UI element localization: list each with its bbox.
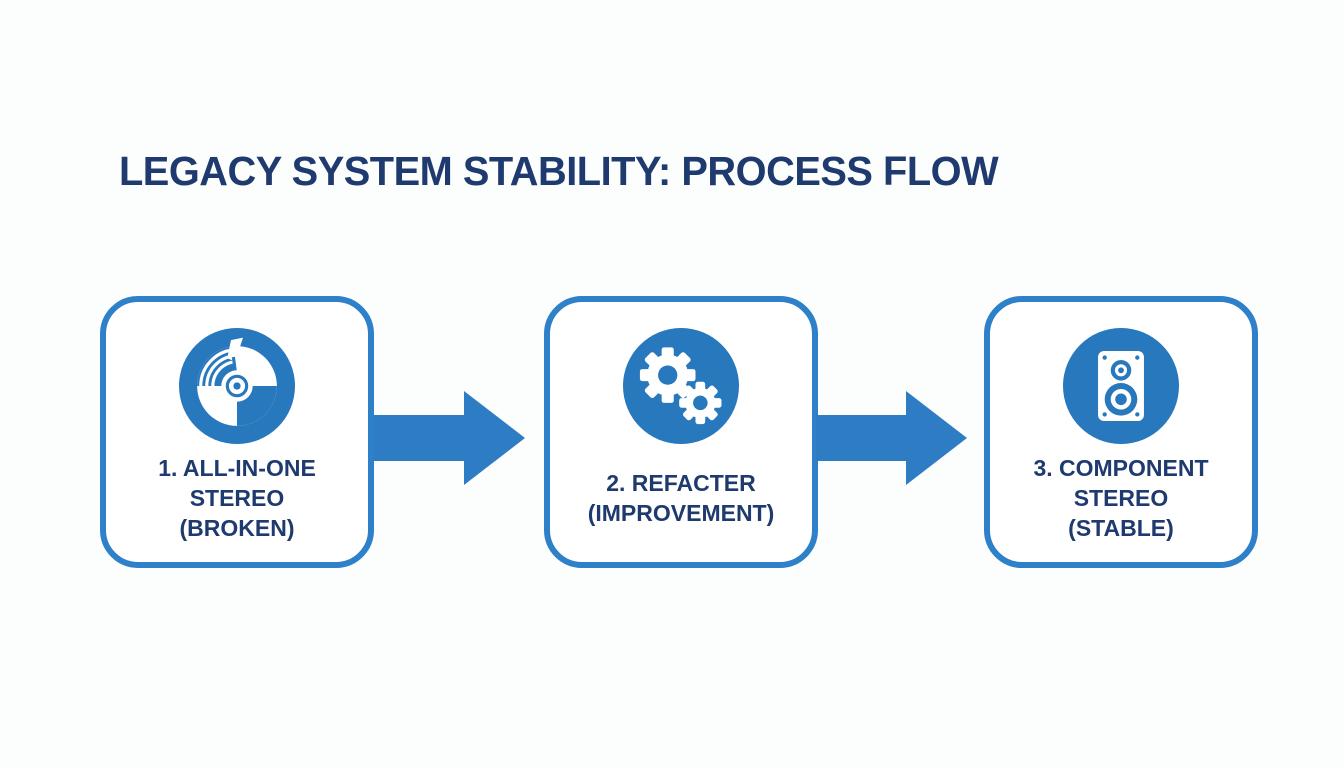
step-label-line: STEREO <box>1073 485 1169 512</box>
step-label: 1. ALL-IN-ONE STEREO (BROKEN) <box>158 444 316 562</box>
step-label-line: (BROKEN) <box>179 514 295 541</box>
step-label-line: 2. REFACTER <box>606 470 756 497</box>
speaker-icon <box>1063 328 1179 444</box>
step-box-refacter: 2. REFACTER (IMPROVEMENT) <box>544 296 818 568</box>
step-label-line: STEREO <box>189 485 285 512</box>
step-label-line: (STABLE) <box>1068 514 1174 541</box>
step-label: 2. REFACTER (IMPROVEMENT) <box>588 444 775 562</box>
step-label-line: 3. COMPONENT <box>1033 455 1209 482</box>
step-label-line: 1. ALL-IN-ONE <box>158 455 316 482</box>
step-label: 3. COMPONENT STEREO (STABLE) <box>1033 444 1208 562</box>
gears-icon <box>623 328 739 444</box>
step-box-all-in-one-stereo: 1. ALL-IN-ONE STEREO (BROKEN) <box>100 296 374 568</box>
step-box-component-stereo: 3. COMPONENT STEREO (STABLE) <box>984 296 1258 568</box>
page-title: LEGACY SYSTEM STABILITY: PROCESS FLOW <box>119 148 999 194</box>
arrow-right-icon <box>816 390 968 486</box>
broken-record-icon <box>179 328 295 444</box>
arrow-right-icon <box>374 390 526 486</box>
step-label-line: (IMPROVEMENT) <box>587 500 775 526</box>
